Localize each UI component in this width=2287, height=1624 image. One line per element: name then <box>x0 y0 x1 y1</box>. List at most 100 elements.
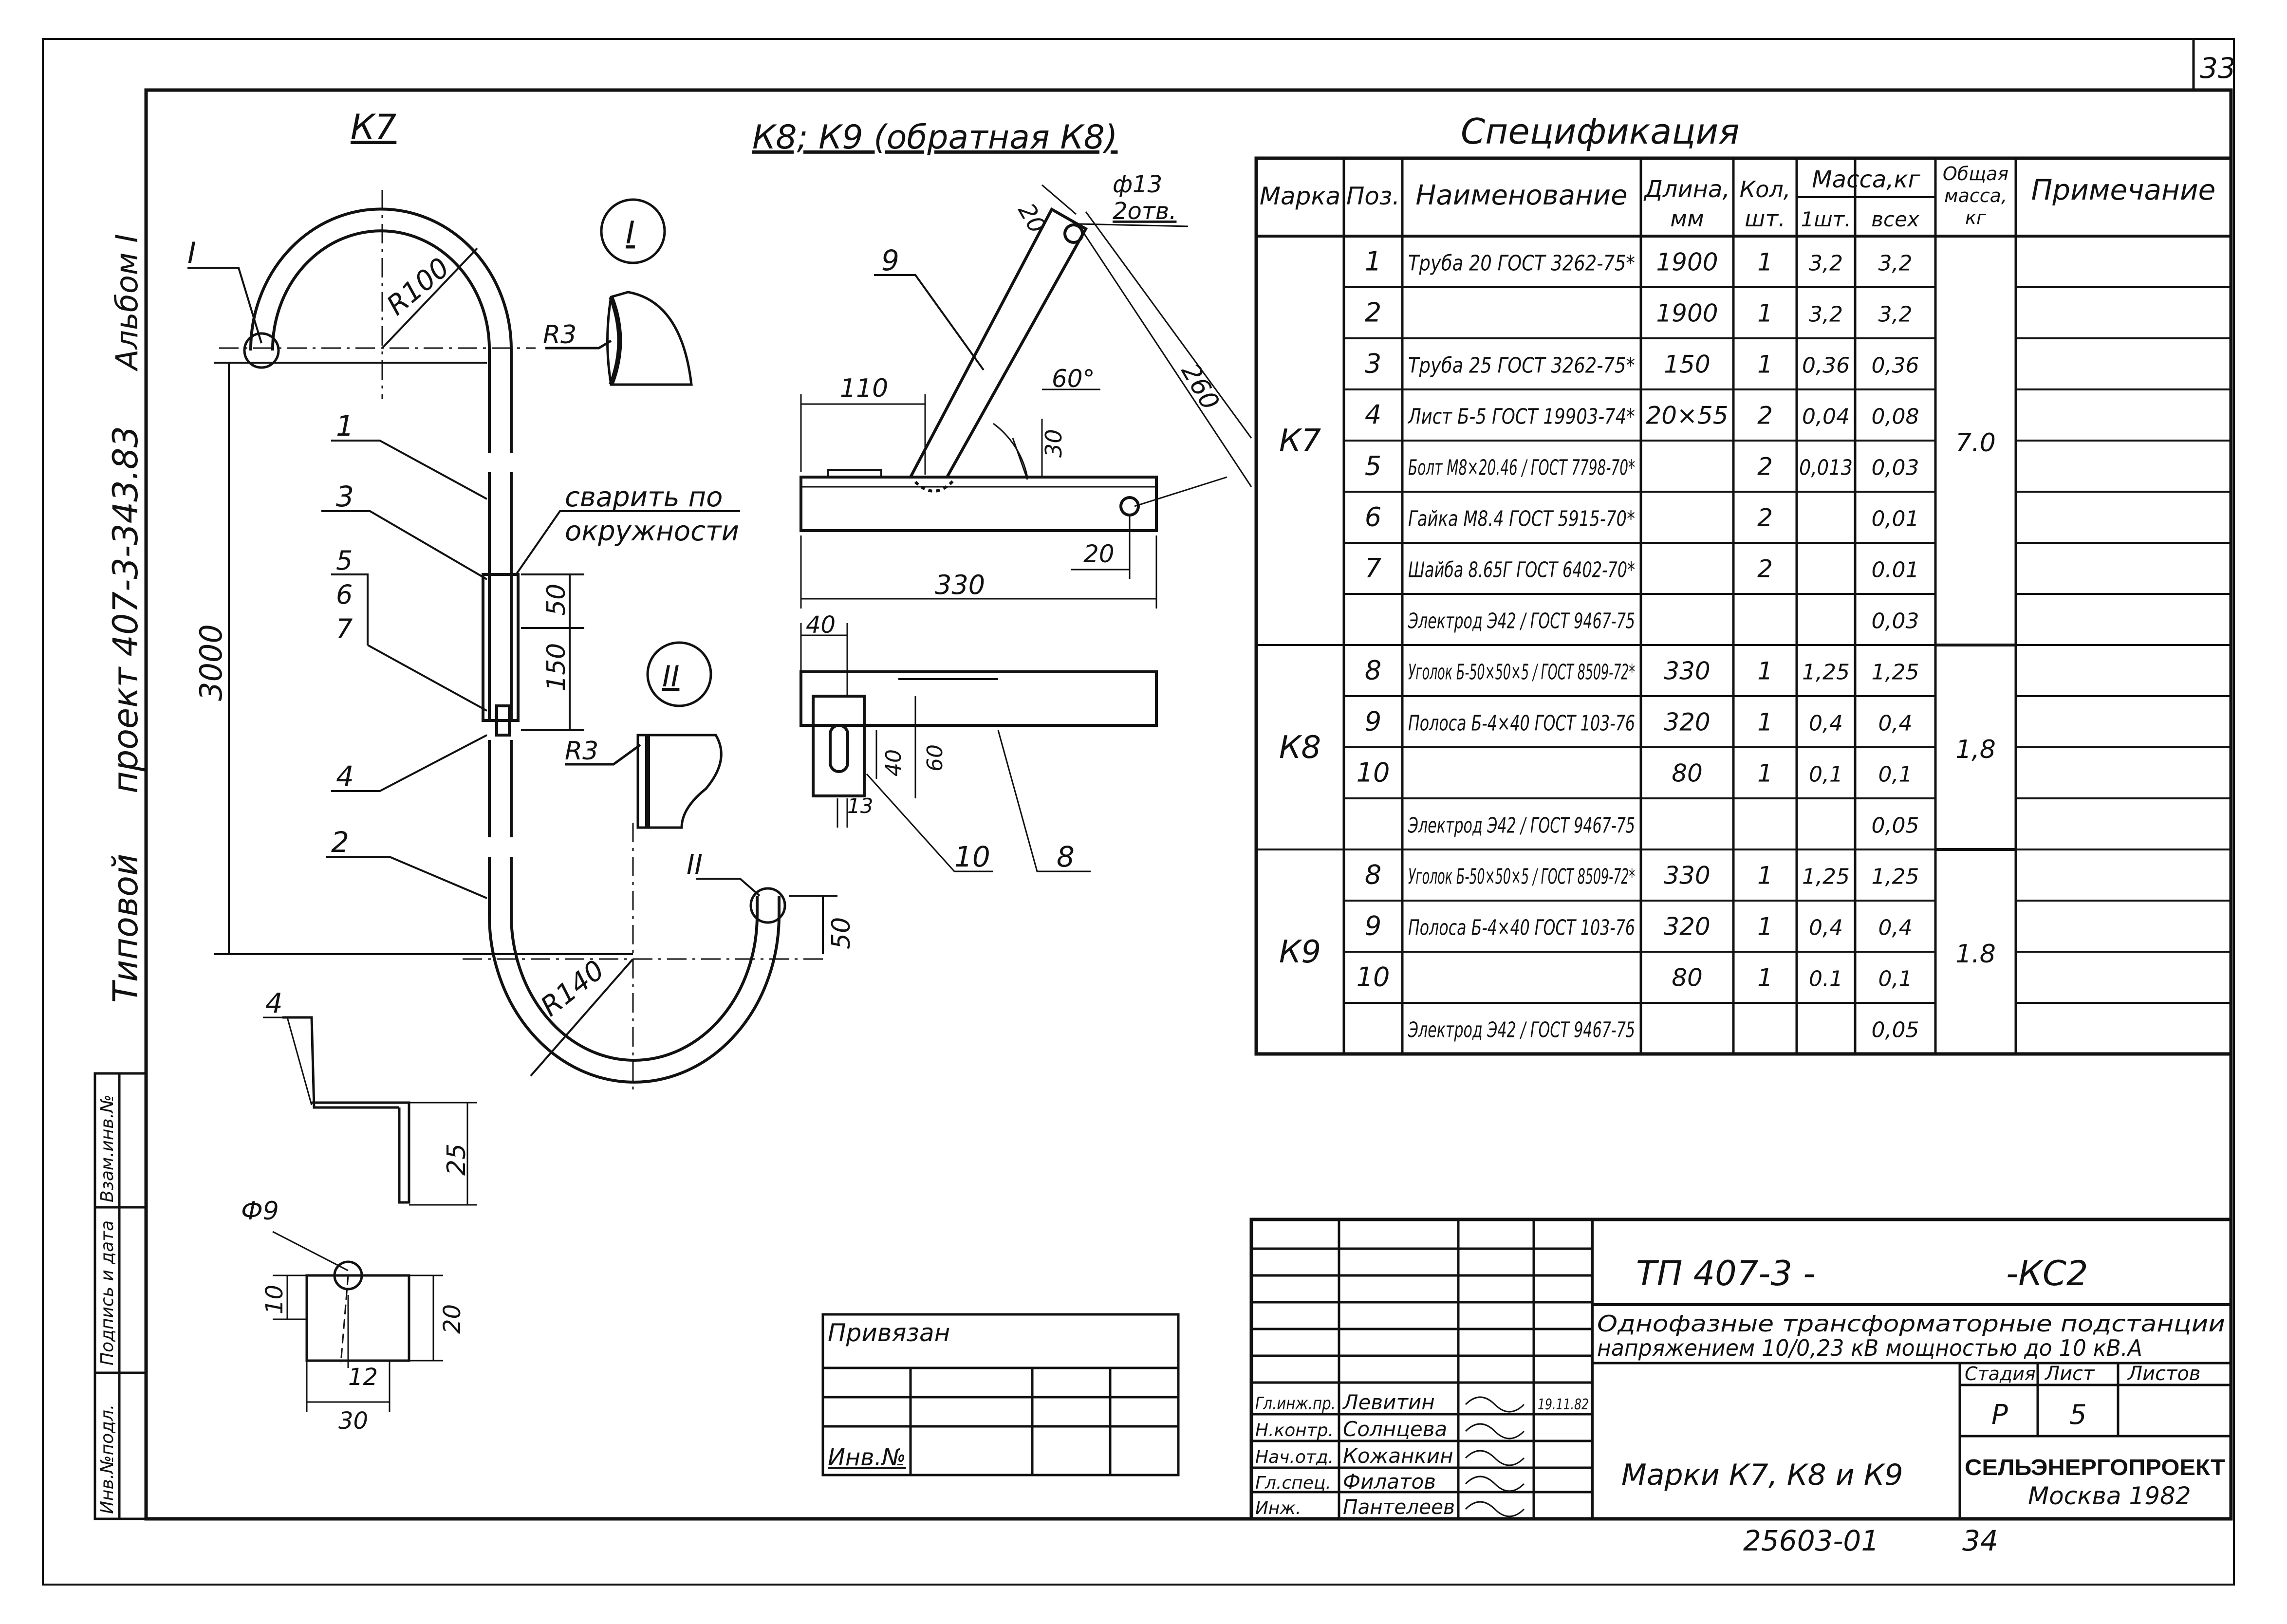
spec-cell-pos: 9 <box>1365 706 1381 737</box>
role-date: 19.11.82 <box>1538 1396 1589 1413</box>
privyazan-table <box>821 1313 1180 1476</box>
spec-head-length-2: мм <box>1670 205 1704 232</box>
pos-4-detail: 4 <box>265 988 283 1019</box>
spec-cell-qty: 1 <box>1757 351 1773 379</box>
spec-cell-qty: 1 <box>1757 248 1773 277</box>
pos-k7-4: 4 <box>336 760 354 793</box>
spec-cell-pos: 8 <box>1365 860 1381 890</box>
detail-I <box>545 198 693 386</box>
spec-cell-mass-one: 3,2 <box>1809 251 1843 276</box>
spec-cell-mass-one: 0,013 <box>1799 456 1853 480</box>
spec-cell-name: Труба 20 ГОСТ 3262-75* <box>1408 251 1635 276</box>
spec-cell-length: 80 <box>1672 964 1703 992</box>
spec-cell-name: Уголок Б-50×50×5 / ГОСТ 8509-72* <box>1408 660 1635 685</box>
spec-cell-mass-one: 0,04 <box>1802 405 1850 429</box>
spec-cell-mass-all: 0,08 <box>1872 405 1919 429</box>
project-prefix: Типовой <box>106 854 146 1003</box>
spec-cell-name: Лист Б-5 ГОСТ 19903-74* <box>1407 405 1635 429</box>
dim-330: 330 <box>935 570 985 600</box>
spec-cell-total: 1,8 <box>1955 735 1996 764</box>
detail-II <box>565 641 723 829</box>
callout-I: I <box>626 215 635 251</box>
spec-cell-mass-all: 0,03 <box>1872 456 1919 480</box>
side-stamp-cell-3: Взам.инв.№ <box>97 1094 117 1202</box>
role-label: Инж. <box>1255 1498 1301 1518</box>
dim-60: 60 <box>923 744 948 772</box>
spec-head-total-3: кг <box>1965 207 1987 228</box>
pos-k7-II: II <box>687 849 703 881</box>
spec-cell-mass-all: 1,25 <box>1872 865 1919 889</box>
bottom-code: 25603-01 <box>1743 1524 1879 1557</box>
spec-head-mass: Масса,кг <box>1812 166 1920 193</box>
signature-scribble <box>1465 1423 1525 1439</box>
spec-cell-mass-all: 3,2 <box>1878 302 1913 327</box>
doc-code-left: ТП 407-3 - <box>1636 1254 1816 1293</box>
view-k8-title: К8; К9 (обратная К8) <box>752 118 1117 157</box>
dim-r3a: R3 <box>543 320 576 350</box>
side-stamp-cell-2: Подпись и дата <box>97 1220 117 1366</box>
org-city-year: Москва 1982 <box>2028 1482 2191 1510</box>
spec-head-mark: Марка <box>1260 182 1340 210</box>
stage-header: Стадия <box>1965 1363 2036 1384</box>
dim-20b: 20 <box>1013 199 1051 238</box>
spec-cell-pos: 3 <box>1365 349 1381 379</box>
spec-head-note: Примечание <box>2031 173 2216 206</box>
spec-cell-mass-all: 0,05 <box>1872 1018 1919 1043</box>
dim-r140: R140 <box>535 954 611 1023</box>
dim-260: 260 <box>1175 359 1225 415</box>
bracket-k8-front-dims <box>800 184 1252 609</box>
plate-detail <box>305 1260 410 1362</box>
spec-cell-qty: 1 <box>1757 964 1773 992</box>
sheet-number: 33 <box>2200 52 2236 85</box>
spec-cell-length: 20×55 <box>1646 402 1728 430</box>
dim-13: 13 <box>847 794 873 818</box>
dim-2holes: 2отв. <box>1113 198 1176 225</box>
spec-cell-name: Полоса Б-4×40 ГОСТ 103-76 <box>1408 916 1635 941</box>
spec-cell-pos: 4 <box>1365 400 1381 430</box>
spec-cell-name: Полоса Б-4×40 ГОСТ 103-76 <box>1408 711 1635 736</box>
dim-20a: 20 <box>439 1304 466 1334</box>
spec-cell-mass-all: 0,36 <box>1872 353 1919 378</box>
hook-k7-dims <box>214 247 837 1077</box>
role-label: Нач.отд. <box>1255 1447 1334 1467</box>
spec-cell-mass-all: 0,4 <box>1878 711 1913 736</box>
spec-cell-name: Уголок Б-50×50×5 / ГОСТ 8509-72* <box>1408 865 1635 889</box>
spec-cell-total: 7.0 <box>1955 428 1996 458</box>
spec-cell-name: Электрод Э42 / ГОСТ 9467-75 <box>1408 1018 1635 1043</box>
leader-9 <box>874 274 985 371</box>
spec-cell-qty: 2 <box>1757 453 1773 481</box>
view-k7-title: К7 <box>351 107 396 147</box>
dim-phi13: ф13 <box>1113 171 1162 198</box>
pos-k7-2: 2 <box>331 826 349 859</box>
spec-cell-mass-all: 1,25 <box>1872 660 1919 685</box>
spec-cell-qty: 1 <box>1757 913 1773 941</box>
spec-cell-mass-all: 0,01 <box>1872 507 1919 532</box>
spec-cell-name: Электрод Э42 / ГОСТ 9467-75 <box>1408 609 1635 634</box>
role-label: Гл.спец. <box>1255 1473 1331 1493</box>
doc-code-right: -КС2 <box>2006 1254 2088 1293</box>
spec-cell-mass-all: 0,4 <box>1878 916 1913 941</box>
signature-scribble <box>1465 1476 1525 1492</box>
signature-scribble <box>1465 1396 1525 1413</box>
bracket-k8-front <box>800 207 1158 532</box>
spec-head-total-1: Общая <box>1943 163 2008 185</box>
spec-cell-pos: 1 <box>1365 246 1381 277</box>
pos-k7-1: 1 <box>336 409 354 443</box>
spec-cell-name: Шайба 8.65Г ГОСТ 6402-70* <box>1408 558 1635 583</box>
spec-cell-length: 1900 <box>1656 248 1718 277</box>
dim-60deg: 60° <box>1052 365 1095 393</box>
spec-cell-mass-one: 1,25 <box>1802 660 1850 685</box>
spec-cell-qty: 1 <box>1757 299 1773 328</box>
callout-II: II <box>662 660 679 694</box>
spec-cell-pos: 7 <box>1365 553 1381 584</box>
pos-k7-3: 3 <box>336 480 354 513</box>
spec-cell-mass-one: 0.1 <box>1809 967 1843 992</box>
pos-9-front: 9 <box>881 244 899 277</box>
spec-cell-name: Гайка М8.4 ГОСТ 5915-70* <box>1408 507 1635 532</box>
drawing-title: Марки К7, К8 и К9 <box>1621 1458 1903 1492</box>
spec-cell-qty: 1 <box>1757 708 1773 737</box>
spec-cell-qty: 2 <box>1757 555 1773 583</box>
spec-cell-mark: К8 <box>1279 730 1321 766</box>
dim-40b: 40 <box>881 749 906 776</box>
